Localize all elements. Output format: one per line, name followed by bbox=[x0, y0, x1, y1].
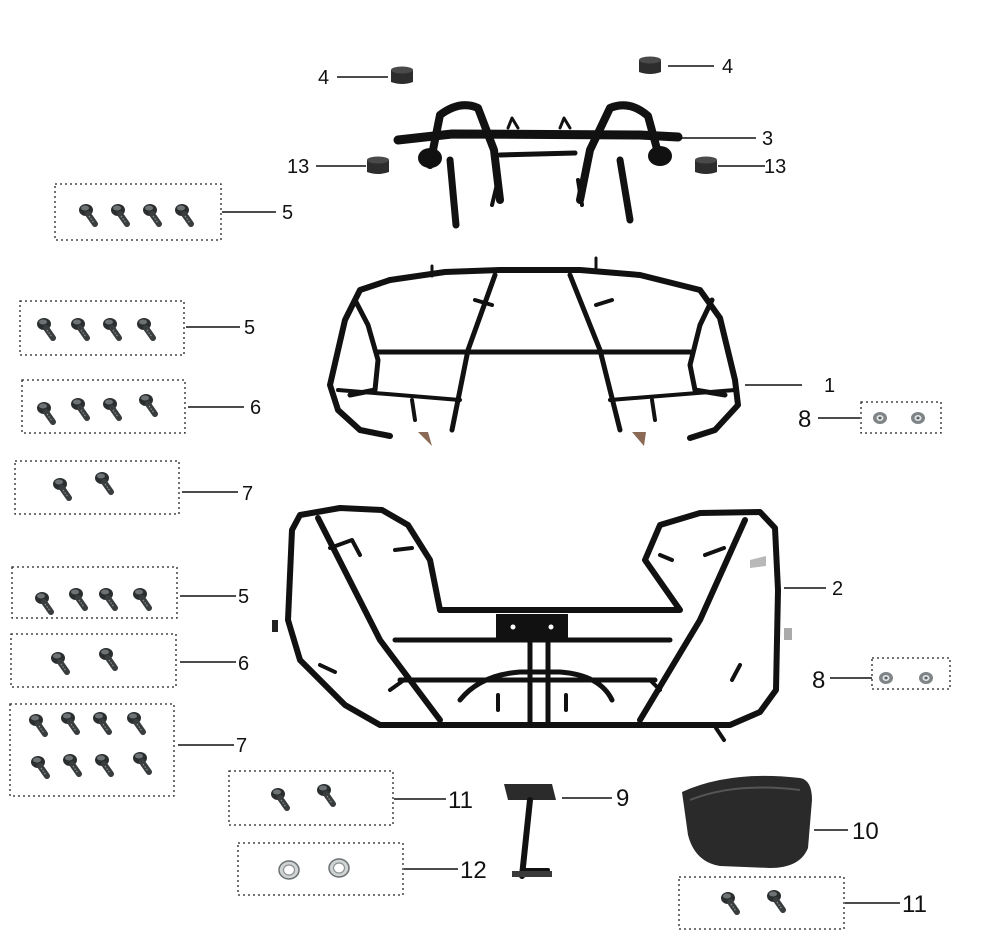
part-10-seat-pad bbox=[682, 775, 812, 868]
callout-11-left: 11 bbox=[448, 787, 473, 814]
callout-8-upper: 8 bbox=[798, 406, 811, 433]
callout-3: 3 bbox=[762, 128, 773, 150]
box-6-mid bbox=[21, 379, 186, 434]
part-4-cap-right bbox=[639, 56, 661, 74]
part-4-cap-left bbox=[391, 66, 413, 84]
part-9-bracket bbox=[504, 784, 556, 879]
box-7-mid bbox=[14, 460, 180, 515]
callout-11-right: 11 bbox=[902, 891, 927, 918]
part-1-front-rack bbox=[327, 256, 741, 446]
box-5-top bbox=[54, 183, 222, 241]
box-8-lower bbox=[871, 657, 951, 690]
part-2-rear-rack bbox=[272, 505, 792, 742]
callout-8-lower: 8 bbox=[812, 667, 825, 694]
box-7-low bbox=[9, 703, 175, 797]
callout-7-low: 7 bbox=[236, 735, 247, 757]
callout-13-left: 13 bbox=[287, 156, 309, 178]
leader-lines bbox=[178, 65, 900, 904]
callout-7-mid: 7 bbox=[242, 483, 253, 505]
box-11-left bbox=[228, 770, 394, 826]
box-11-right bbox=[678, 876, 845, 930]
callout-6-low: 6 bbox=[238, 653, 249, 675]
box-6-low bbox=[10, 633, 177, 688]
callout-4-right: 4 bbox=[722, 56, 733, 78]
callout-10: 10 bbox=[852, 818, 879, 845]
box-12 bbox=[237, 842, 404, 896]
callout-5-top: 5 bbox=[282, 202, 293, 224]
callout-9: 9 bbox=[616, 785, 629, 812]
callout-4-left: 4 bbox=[318, 67, 329, 89]
box-5-low bbox=[11, 566, 178, 619]
box-5-mid bbox=[19, 300, 185, 356]
part-3-top-bar bbox=[393, 101, 683, 229]
part-13-bushing-right bbox=[695, 156, 717, 174]
part-13-bushing-left bbox=[367, 156, 389, 174]
callout-5-mid: 5 bbox=[244, 317, 255, 339]
callout-13-right: 13 bbox=[764, 156, 786, 178]
box-8-upper bbox=[860, 401, 942, 434]
callout-6-mid: 6 bbox=[250, 397, 261, 419]
callout-1: 1 bbox=[824, 375, 835, 397]
callout-2: 2 bbox=[832, 578, 843, 600]
callout-5-low: 5 bbox=[238, 586, 249, 608]
callout-12: 12 bbox=[460, 857, 487, 884]
